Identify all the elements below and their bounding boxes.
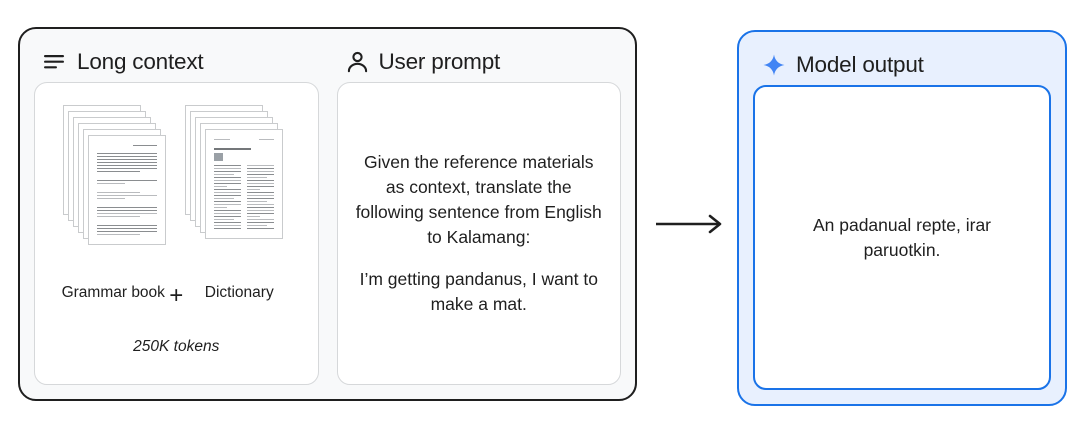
long-context-title: Long context — [77, 49, 204, 74]
dictionary-page-text — [214, 139, 275, 230]
long-context-pane: Long context — [34, 42, 319, 385]
document-stacks — [63, 105, 289, 273]
prompt-text-block: Given the reference materials as context… — [354, 150, 605, 316]
notes-list-icon — [44, 53, 66, 71]
dictionary-label: Dictionary — [204, 284, 274, 301]
dictionary-sheet-front — [205, 129, 284, 239]
grammar-sheet-front — [88, 135, 167, 245]
model-output-text: An padanual repte, irar paruotkin. — [812, 214, 992, 260]
input-panes: Long context — [20, 29, 635, 399]
dictionary-stack — [185, 105, 289, 267]
prompt-spacer — [354, 250, 605, 267]
input-card: Long context — [18, 27, 637, 401]
long-context-body: Grammar book + Dictionary 250K tokens — [34, 82, 319, 385]
model-output-body: An padanual repte, irar paruotkin. — [753, 85, 1051, 390]
stack-labels: Grammar book + Dictionary — [35, 283, 318, 308]
prompt-sentence: I’m getting pandanus, I want to make a m… — [359, 268, 598, 314]
arrow-right-icon — [655, 214, 727, 234]
grammar-book-label: Grammar book — [61, 284, 165, 301]
user-prompt-pane: User prompt Given the reference material… — [336, 42, 622, 385]
prompt-instruction: Given the reference materials as context… — [355, 152, 602, 247]
grammar-book-stack — [63, 105, 167, 267]
sparkle-icon — [763, 54, 785, 76]
user-prompt-body: Given the reference materials as context… — [336, 82, 621, 385]
user-prompt-title: User prompt — [378, 49, 501, 74]
model-output-title: Model output — [796, 52, 924, 77]
long-context-header: Long context — [34, 42, 319, 82]
grammar-page-text — [97, 145, 158, 236]
token-count-label: 250K tokens — [133, 338, 220, 355]
user-person-icon — [347, 51, 368, 73]
model-output-header: Model output — [753, 45, 1051, 85]
model-output-card: Model output An padanual repte, irar par… — [737, 30, 1067, 406]
plus-symbol: + — [169, 282, 184, 309]
user-prompt-header: User prompt — [337, 42, 622, 82]
